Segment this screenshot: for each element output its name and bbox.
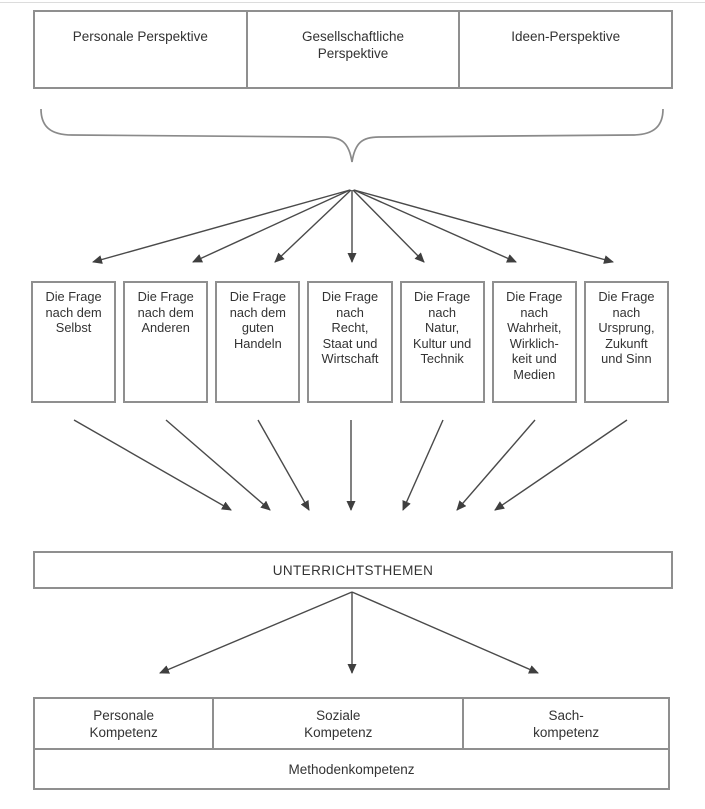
diverge-arrow	[159, 591, 353, 674]
converge-arrow	[494, 419, 628, 511]
perspectives-table: Personale Perspektive Gesellschaftliche …	[33, 10, 673, 89]
question-box: Die Frage nach dem Selbst	[31, 281, 117, 403]
question-box: Die Frage nach Wahrheit, Wirklich- keit …	[491, 281, 577, 403]
fan-out-arrows	[92, 189, 614, 264]
cell-ideen-perspektive: Ideen-Perspektive	[458, 12, 671, 87]
cell-soziale-kompetenz: Soziale Kompetenz	[212, 699, 462, 748]
cell-methodenkompetenz: Methodenkompetenz	[288, 761, 415, 777]
fan-arrow	[352, 189, 425, 263]
converge-arrows	[73, 419, 628, 511]
fan-arrow	[192, 189, 351, 263]
diverge-arrow	[351, 591, 539, 674]
question-box: Die Frage nach dem guten Handeln	[215, 281, 301, 403]
converge-arrow	[402, 419, 444, 511]
question-box: Die Frage nach Ursprung, Zukunft und Sin…	[583, 281, 669, 403]
competences-row: Personale Kompetenz Soziale Kompetenz Sa…	[35, 699, 668, 750]
cell-personale-kompetenz: Personale Kompetenz	[89, 707, 158, 740]
converge-arrow	[73, 419, 232, 511]
fan-arrow	[353, 189, 517, 263]
converge-arrow	[257, 419, 310, 511]
fan-arrow	[353, 189, 614, 264]
question-box: Die Frage nach Recht, Staat und Wirtscha…	[307, 281, 393, 403]
cell-personale-perspektive: Personale Perspektive	[72, 29, 208, 44]
curly-brace-icon	[40, 108, 664, 163]
diverge-arrows	[159, 591, 539, 674]
fan-arrow	[274, 189, 352, 263]
cell-gesellschaftliche-perspektive: Gesellschaftliche Perspektive	[245, 12, 459, 87]
question-box: Die Frage nach Natur, Kultur und Technik	[399, 281, 485, 403]
converge-arrow	[456, 419, 536, 511]
competences-table: Personale Kompetenz Soziale Kompetenz Sa…	[33, 697, 670, 790]
page-top-rule	[0, 2, 705, 3]
unterrichtsthemen-box: UNTERRICHTSTHEMEN	[33, 551, 673, 589]
question-box: Die Frage nach dem Anderen	[123, 281, 209, 403]
fan-arrow	[92, 189, 351, 264]
question-boxes-row: Die Frage nach dem Selbst Die Frage nach…	[31, 281, 669, 403]
converge-arrow	[165, 419, 271, 511]
cell-sachkompetenz: Sach- kompetenz	[462, 699, 668, 748]
